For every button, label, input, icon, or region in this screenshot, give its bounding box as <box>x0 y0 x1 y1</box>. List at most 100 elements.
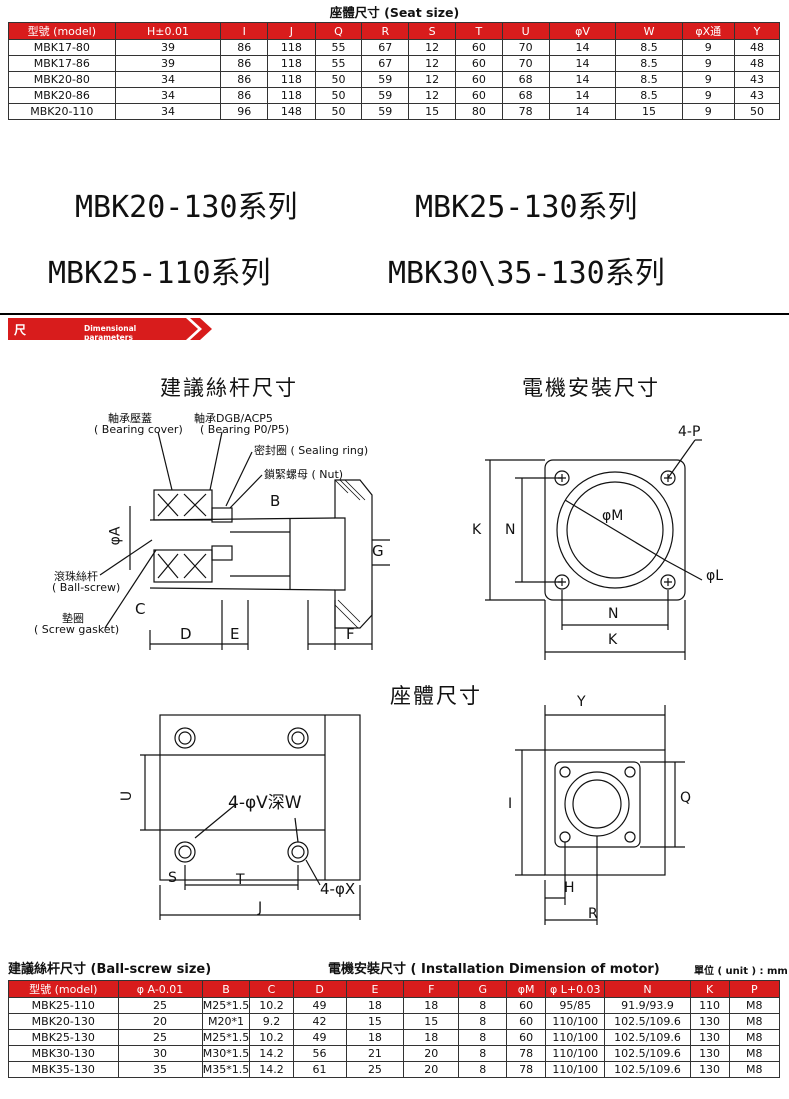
table-cell: 15 <box>345 1013 405 1030</box>
table-cell: 18 <box>345 997 405 1014</box>
bearing-en: ( Bearing P0/P5) <box>200 423 290 436</box>
table-cell: 86 <box>220 55 269 72</box>
dim-a-label: φA <box>107 526 124 546</box>
table-cell: M25*1.5 <box>201 997 251 1014</box>
table-cell: 10.2 <box>249 997 294 1014</box>
table-cell: M8 <box>728 1013 781 1030</box>
column-header: φ A-0.01 <box>117 980 203 998</box>
table-cell: M25*1.5 <box>201 1029 251 1046</box>
motor-dimension-caption: 電機安裝尺寸 ( Installation Dimension of motor… <box>328 962 660 977</box>
column-header: S <box>408 22 456 40</box>
table-cell: 20 <box>117 1013 203 1030</box>
column-header: 型號 (model) <box>8 980 119 998</box>
dim-k-vertical-label: K <box>472 522 482 538</box>
table-cell: 9 <box>681 87 735 104</box>
dim-u-label: U <box>119 790 136 802</box>
table-cell: 42 <box>292 1013 347 1030</box>
dim-e-label: E <box>230 625 240 643</box>
motor-diagram-title: 電機安裝尺寸 <box>522 376 660 400</box>
column-header: 型號 (model) <box>8 22 116 40</box>
table-cell: 14 <box>548 39 617 56</box>
column-header: φ L+0.03 <box>545 980 606 998</box>
table-cell: 86 <box>220 39 269 56</box>
table-cell: 60 <box>506 1013 547 1030</box>
seat-table-title: 座體尺寸 (Seat size) <box>329 5 460 20</box>
dim-l-label: φL <box>706 568 724 584</box>
bearing-cover-en: ( Bearing cover) <box>94 423 183 436</box>
table-cell: 15 <box>408 103 456 120</box>
table-cell: 25 <box>117 1029 203 1046</box>
table-cell: 39 <box>114 55 222 72</box>
column-header: B <box>201 980 251 998</box>
dim-h-label: H <box>564 880 575 896</box>
ballscrew-size-caption: 建議絲杆尺寸 (Ball-screw size) <box>8 962 212 977</box>
table-cell: 9 <box>681 39 735 56</box>
table-cell: 60 <box>506 997 547 1014</box>
table-cell: 49 <box>292 1029 347 1046</box>
table-cell: 130 <box>689 1045 730 1062</box>
badge-en: Dimensional parameters <box>84 324 137 342</box>
column-header: U <box>501 22 550 40</box>
table-cell: 39 <box>114 39 222 56</box>
column-header: I <box>220 22 269 40</box>
table-cell: 59 <box>361 103 410 120</box>
table-cell: MBK25-110 <box>8 997 119 1014</box>
dim-g-label: G <box>372 542 384 560</box>
bearing-cn: 軸承DGB/ACP5 <box>194 412 273 425</box>
table-cell: 15 <box>403 1013 460 1030</box>
dim-k-horizontal-label: K <box>608 632 618 648</box>
table-cell: M20*1 <box>201 1013 251 1030</box>
table-cell: 56 <box>292 1045 347 1062</box>
table-cell: 25 <box>117 997 203 1014</box>
table-cell: 70 <box>501 55 550 72</box>
table-cell: 8 <box>458 1029 508 1046</box>
column-header: φX通 <box>681 22 735 40</box>
dim-b-label: B <box>270 492 281 510</box>
table-cell: M8 <box>728 1045 781 1062</box>
table-cell: 55 <box>314 55 363 72</box>
table-cell: M8 <box>728 997 781 1014</box>
column-header: φV <box>548 22 617 40</box>
table-cell: MBK35-130 <box>8 1061 119 1078</box>
table-cell: 130 <box>689 1013 730 1030</box>
table-cell: 67 <box>361 55 410 72</box>
table-cell: 50 <box>314 87 363 104</box>
column-header: P <box>728 980 781 998</box>
table-cell: 12 <box>408 87 456 104</box>
table-cell: 60 <box>454 55 503 72</box>
dim-v-label: 4-φV深W <box>228 793 302 813</box>
table-cell: 68 <box>501 87 550 104</box>
table-cell: 48 <box>733 55 781 72</box>
table-cell: 96 <box>220 103 269 120</box>
table-cell: 34 <box>114 87 222 104</box>
table-cell: 60 <box>454 39 503 56</box>
table-cell: 12 <box>408 39 456 56</box>
column-header: Q <box>314 22 363 40</box>
table-cell: 55 <box>314 39 363 56</box>
column-header: W <box>615 22 683 40</box>
table-cell: 102.5/109.6 <box>604 1061 691 1078</box>
column-header: E <box>345 980 405 998</box>
column-header: R <box>361 22 410 40</box>
table-cell: 14 <box>548 103 617 120</box>
table-cell: MBK25-130 <box>8 1029 119 1046</box>
table-cell: 12 <box>408 55 456 72</box>
table-cell: 50 <box>314 103 363 120</box>
dim-t-label: T <box>236 872 245 888</box>
table-cell: 80 <box>454 103 503 120</box>
column-header: N <box>604 980 691 998</box>
table-cell: 50 <box>314 71 363 88</box>
table-cell: 118 <box>267 87 316 104</box>
table-cell: MBK20-80 <box>8 71 116 88</box>
table-cell: MBK17-86 <box>8 55 116 72</box>
gasket-en: ( Screw gasket) <box>34 623 120 636</box>
table-cell: 18 <box>403 1029 460 1046</box>
dim-s-label: S <box>168 870 177 886</box>
table-cell: 118 <box>267 71 316 88</box>
column-header: J <box>267 22 316 40</box>
table-cell: 148 <box>267 103 316 120</box>
dim-f-label: F <box>346 625 355 643</box>
